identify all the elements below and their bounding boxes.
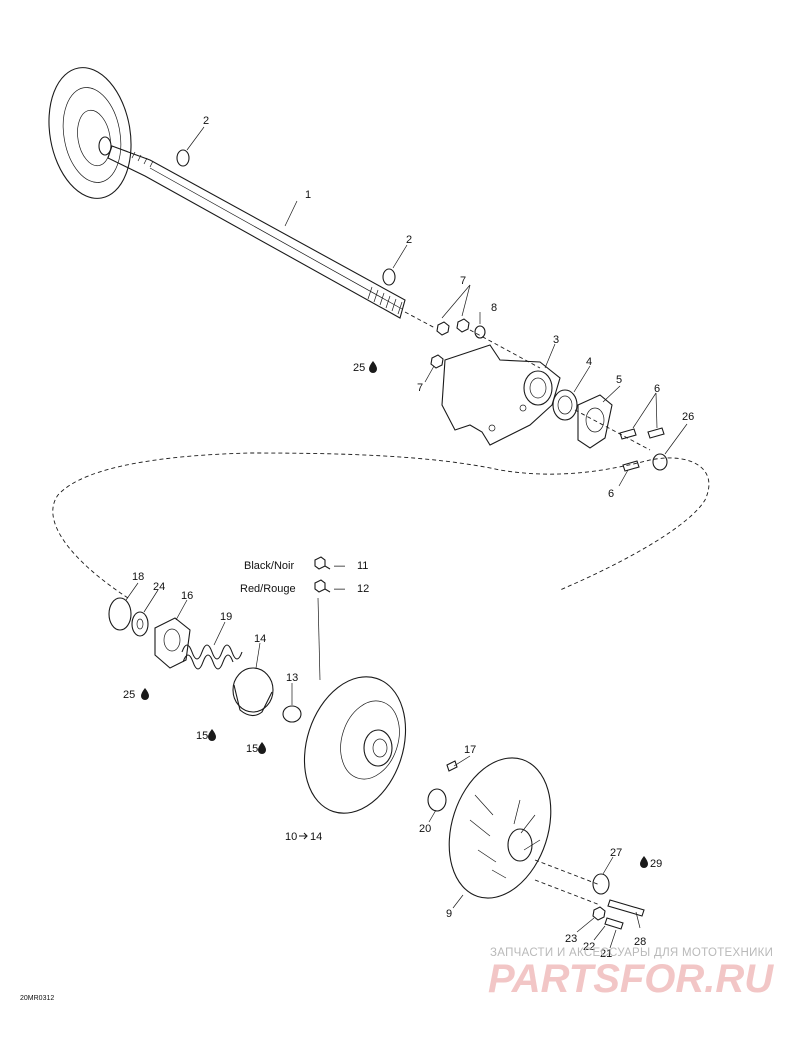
callout-3: 3 [553,334,559,346]
callout-15a: 15 [196,730,208,742]
lubricant-drop-icon [208,729,216,741]
callout-12: 12 [357,583,369,595]
callout-28: 28 [634,936,646,948]
figure-id: 20MR0312 [20,995,54,1002]
legend-black-label: Black/Noir [244,560,294,572]
callout-9: 9 [446,908,452,920]
callout-27: 27 [610,847,622,859]
callout-14: 14 [254,633,266,645]
callout-11: 11 [357,560,368,572]
callout-1: 1 [305,189,311,201]
callout-16: 16 [181,590,193,602]
callout-10: 10 [285,831,297,843]
callout-2a: 2 [203,115,209,127]
callout-13: 13 [286,672,298,684]
legend-dash-1: — [334,560,345,572]
color-legend: Black/Noir — 11 Red/Rouge — 12 [240,556,369,595]
lubricant-drop-icon [369,361,377,373]
callout-8: 8 [491,302,497,314]
red-button-icon [314,579,331,593]
shaft-assembly [48,67,406,319]
callout-5: 5 [616,374,622,386]
callout-6a: 6 [654,383,660,395]
arrow-right-icon [299,832,308,840]
callout-10-to: 14 [310,831,322,843]
callout-22: 22 [583,941,595,953]
upper-callouts: 1 2 2 7 8 3 4 5 6 26 7 6 25 [203,115,694,500]
threadlocker-icon [640,856,648,868]
callout-29: 29 [650,858,662,870]
callout-17: 17 [464,744,476,756]
legend-red-label: Red/Rouge [240,583,296,595]
callout-24: 24 [153,581,165,593]
callout-4: 4 [586,356,592,368]
callout-25b: 25 [123,689,135,701]
watermark-logo: PARTSFOR.RU [488,957,774,1001]
lubricant-drop-icon [258,742,266,754]
black-button-icon [314,556,331,570]
lubricant-drop-icon [141,688,149,700]
callout-19: 19 [220,611,232,623]
callout-6b: 6 [608,488,614,500]
callout-20: 20 [419,823,431,835]
callout-26: 26 [682,411,694,423]
callout-21: 21 [600,948,612,960]
callout-2b: 2 [406,234,412,246]
bracket-assembly [186,126,688,487]
callout-18: 18 [132,571,144,583]
callout-23: 23 [565,933,577,945]
callout-15b: 15 [246,743,258,755]
lower-callouts: 18 24 16 19 14 13 25 15 15 10 14 17 20 9… [123,571,662,960]
callout-7a: 7 [460,275,466,287]
legend-dash-2: — [334,583,345,595]
watermark-tagline: ЗАПЧАСТИ И АКСЕССУАРЫ ДЛЯ МОТОТЕХНИКИ [490,947,773,959]
callout-25a: 25 [353,362,365,374]
callout-7b: 7 [417,382,423,394]
drive-belt [52,452,710,599]
driven-pulley-assembly [108,582,645,949]
